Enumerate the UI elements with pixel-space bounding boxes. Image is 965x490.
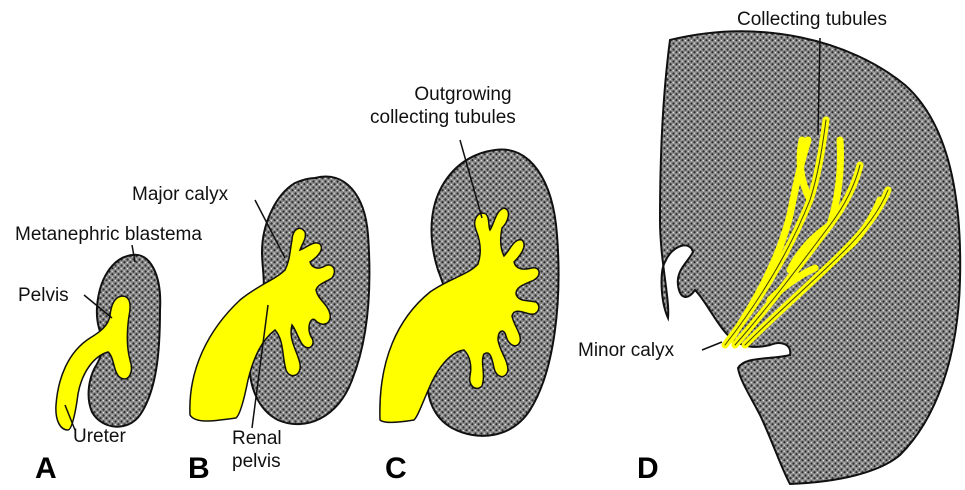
label-renal: Renal bbox=[232, 428, 282, 450]
panel-d-kidney bbox=[660, 31, 960, 484]
label-outgrowing: Outgrowing bbox=[401, 84, 525, 106]
panel-letter-d: D bbox=[637, 452, 659, 486]
leader-minor-calyx-d bbox=[702, 342, 722, 350]
panel-c-kidney bbox=[380, 150, 559, 436]
label-collecting-tubules-d: Collecting tubules bbox=[737, 9, 887, 31]
label-collecting-tubules-c: collecting tubules bbox=[370, 107, 516, 129]
label-ureter: Ureter bbox=[73, 426, 126, 448]
panel-d-kidney-body bbox=[660, 31, 960, 484]
label-major-calyx: Major calyx bbox=[132, 184, 228, 206]
label-pelvis-a: Pelvis bbox=[18, 285, 69, 307]
label-minor-calyx: Minor calyx bbox=[578, 340, 674, 362]
label-pelvis-b: pelvis bbox=[232, 451, 281, 473]
panel-letter-b: B bbox=[188, 452, 210, 486]
panel-a-kidney bbox=[56, 255, 160, 430]
panel-letter-c: C bbox=[385, 452, 407, 486]
panel-b-kidney bbox=[190, 177, 370, 425]
panel-letter-a: A bbox=[35, 452, 57, 486]
label-metanephric-blastema: Metanephric blastema bbox=[15, 224, 202, 246]
